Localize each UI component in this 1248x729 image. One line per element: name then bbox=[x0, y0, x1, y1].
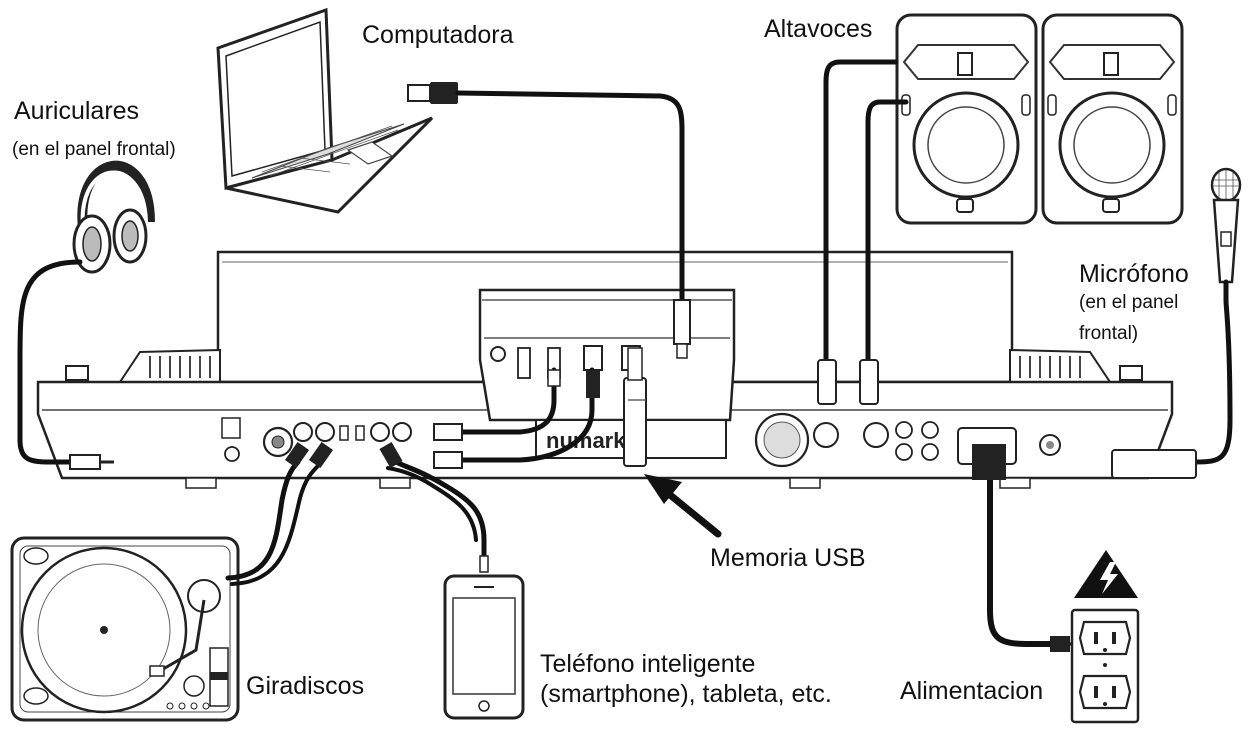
label-microphone: Micrófono bbox=[1079, 260, 1189, 288]
label-computer: Computadora bbox=[362, 21, 514, 49]
label-power: Alimentacion bbox=[900, 677, 1044, 705]
smartphone-icon bbox=[443, 574, 525, 720]
label-microphone-note-2: frontal) bbox=[1079, 323, 1139, 344]
microphone-icon bbox=[1210, 167, 1242, 284]
label-headphones-note: (en el panel frontal) bbox=[12, 139, 176, 160]
speaker-icon bbox=[1041, 13, 1184, 225]
label-speakers: Altavoces bbox=[764, 15, 873, 43]
warning-icon bbox=[1074, 550, 1138, 598]
label-headphones: Auriculares bbox=[14, 97, 140, 125]
usb-drive-icon bbox=[623, 347, 647, 467]
power-outlet-icon bbox=[1070, 608, 1140, 724]
label-microphone-note-1: (en el panel bbox=[1079, 292, 1179, 313]
laptop-icon bbox=[216, 7, 434, 214]
label-smartphone-line-2: (smartphone), tableta, etc. bbox=[540, 680, 832, 708]
label-smartphone-line-1: Teléfono inteligente bbox=[540, 650, 756, 678]
label-turntable: Giradiscos bbox=[246, 672, 365, 700]
headphones-icon bbox=[72, 160, 155, 274]
label-usb-drive: Memoria USB bbox=[710, 544, 866, 572]
cables bbox=[17, 59, 1233, 652]
speaker-icon bbox=[895, 13, 1038, 225]
arrow-icon bbox=[644, 474, 722, 538]
turntable-icon bbox=[10, 536, 240, 722]
